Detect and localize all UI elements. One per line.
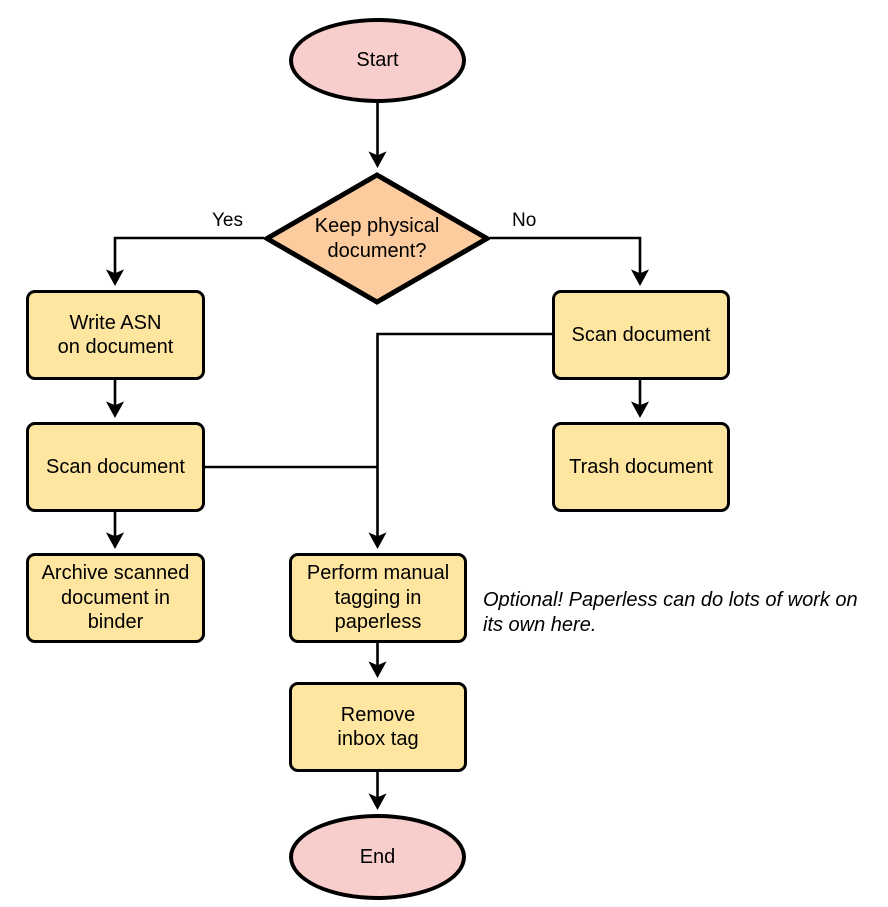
node-perform-manual-tagging-label: Perform manual tagging in paperless — [306, 562, 450, 634]
edge-scan-right-to-tagging — [368, 332, 552, 550]
edge-decision-to-scan-right — [490, 236, 650, 287]
node-write-asn[interactable]: Write ASN on document — [26, 290, 205, 380]
node-scan-document-right-label: Scan document — [571, 323, 711, 346]
edge-label-yes: Yes — [209, 210, 246, 232]
node-perform-manual-tagging[interactable]: Perform manual tagging in paperless — [289, 553, 467, 643]
node-scan-document-right[interactable]: Scan document — [552, 290, 730, 380]
node-remove-inbox-tag[interactable]: Remove inbox tag — [289, 682, 467, 772]
node-trash-document-label: Trash document — [569, 455, 713, 478]
node-start-label: Start — [356, 49, 399, 72]
node-archive-scanned-document-label: Archive scanned document in binder — [41, 562, 190, 634]
node-scan-document-left[interactable]: Scan document — [26, 422, 205, 512]
annotation-note: Optional! Paperless can do lots of work … — [483, 589, 858, 636]
diamond-shape — [264, 172, 490, 305]
node-trash-document[interactable]: Trash document — [552, 422, 730, 512]
node-end[interactable]: End — [289, 814, 466, 900]
edge-decision-to-write-asn — [105, 236, 264, 287]
node-scan-document-left-label: Scan document — [46, 455, 185, 478]
node-end-label: End — [359, 845, 396, 868]
node-archive-scanned-document[interactable]: Archive scanned document in binder — [26, 553, 205, 643]
node-write-asn-label: Write ASN on document — [57, 311, 174, 358]
node-remove-inbox-tag-label: Remove inbox tag — [337, 703, 419, 750]
node-decision-label: Keep physical document? — [314, 215, 440, 262]
node-decision-keep-physical-document[interactable]: Keep physical document? — [264, 172, 490, 305]
edge-label-no: No — [509, 210, 540, 232]
node-start[interactable]: Start — [289, 18, 466, 103]
